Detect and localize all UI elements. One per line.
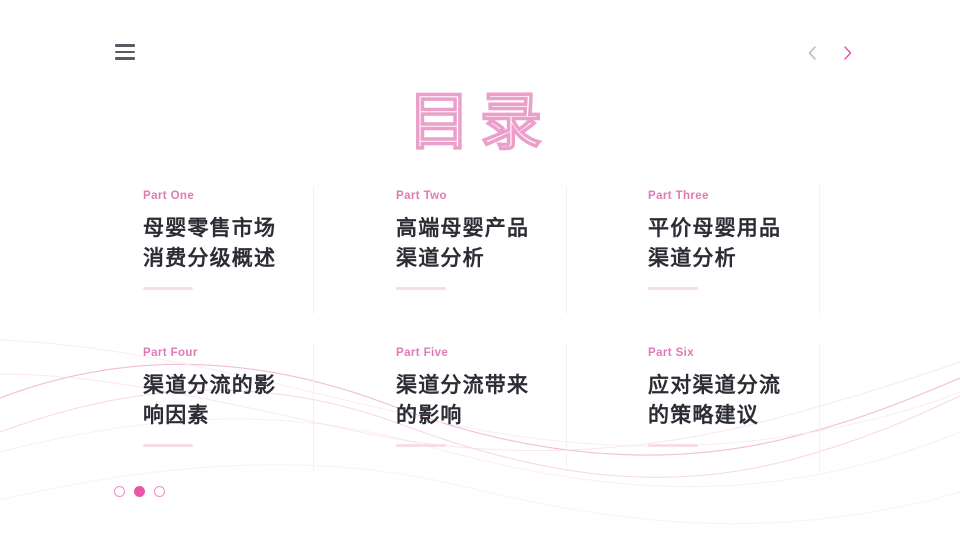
page-title: 目录 <box>407 85 552 159</box>
menu-bar-3 <box>115 57 135 60</box>
toc-part-label: Part Two <box>396 190 447 202</box>
toc-part-label: Part Six <box>648 347 695 359</box>
column-divider <box>819 186 820 314</box>
toc-underline <box>143 444 193 447</box>
toc-underline <box>648 444 698 447</box>
toc-item-part-five[interactable]: Part Five 渠道分流带来 的影响 <box>396 347 581 447</box>
toc-underline <box>396 444 446 447</box>
toc-item-part-two[interactable]: Part Two 高端母婴产品 渠道分析 <box>396 190 581 290</box>
pagination-dot-2[interactable] <box>134 486 145 497</box>
menu-bar-2 <box>115 50 135 54</box>
pagination-dot-1[interactable] <box>114 486 125 497</box>
slide-navigation <box>804 42 856 64</box>
toc-item-part-three[interactable]: Part Three 平价母婴用品 渠道分析 <box>648 190 833 290</box>
toc-underline <box>143 287 193 290</box>
toc-grid: Part One 母婴零售市场 消费分级概述 Part Two 高端母婴产品 渠… <box>143 190 843 470</box>
toc-part-title: 母婴零售市场 消费分级概述 <box>143 216 277 270</box>
toc-part-title: 渠道分流带来 的影响 <box>396 373 530 427</box>
chevron-left-icon[interactable] <box>804 42 822 64</box>
chevron-right-icon[interactable] <box>838 42 856 64</box>
toc-underline <box>396 287 446 290</box>
toc-part-label: Part Three <box>648 190 709 202</box>
toc-item-part-one[interactable]: Part One 母婴零售市场 消费分级概述 <box>143 190 328 290</box>
toc-item-part-four[interactable]: Part Four 渠道分流的影 响因素 <box>143 347 328 447</box>
toc-part-label: Part One <box>143 190 195 202</box>
toc-part-label: Part Five <box>396 347 449 359</box>
column-divider <box>313 186 314 314</box>
toc-part-title: 应对渠道分流 的策略建议 <box>648 373 782 427</box>
toc-part-title: 高端母婴产品 渠道分析 <box>396 216 530 270</box>
toc-item-part-six[interactable]: Part Six 应对渠道分流 的策略建议 <box>648 347 833 447</box>
toc-underline <box>648 287 698 290</box>
pagination-dots <box>114 486 165 497</box>
hamburger-menu-icon[interactable] <box>115 44 135 60</box>
column-divider <box>566 186 567 314</box>
menu-bar-1 <box>115 44 135 47</box>
toc-part-title: 渠道分流的影 响因素 <box>143 373 277 427</box>
pagination-dot-3[interactable] <box>154 486 165 497</box>
toc-part-label: Part Four <box>143 347 198 359</box>
toc-part-title: 平价母婴用品 渠道分析 <box>648 216 782 270</box>
